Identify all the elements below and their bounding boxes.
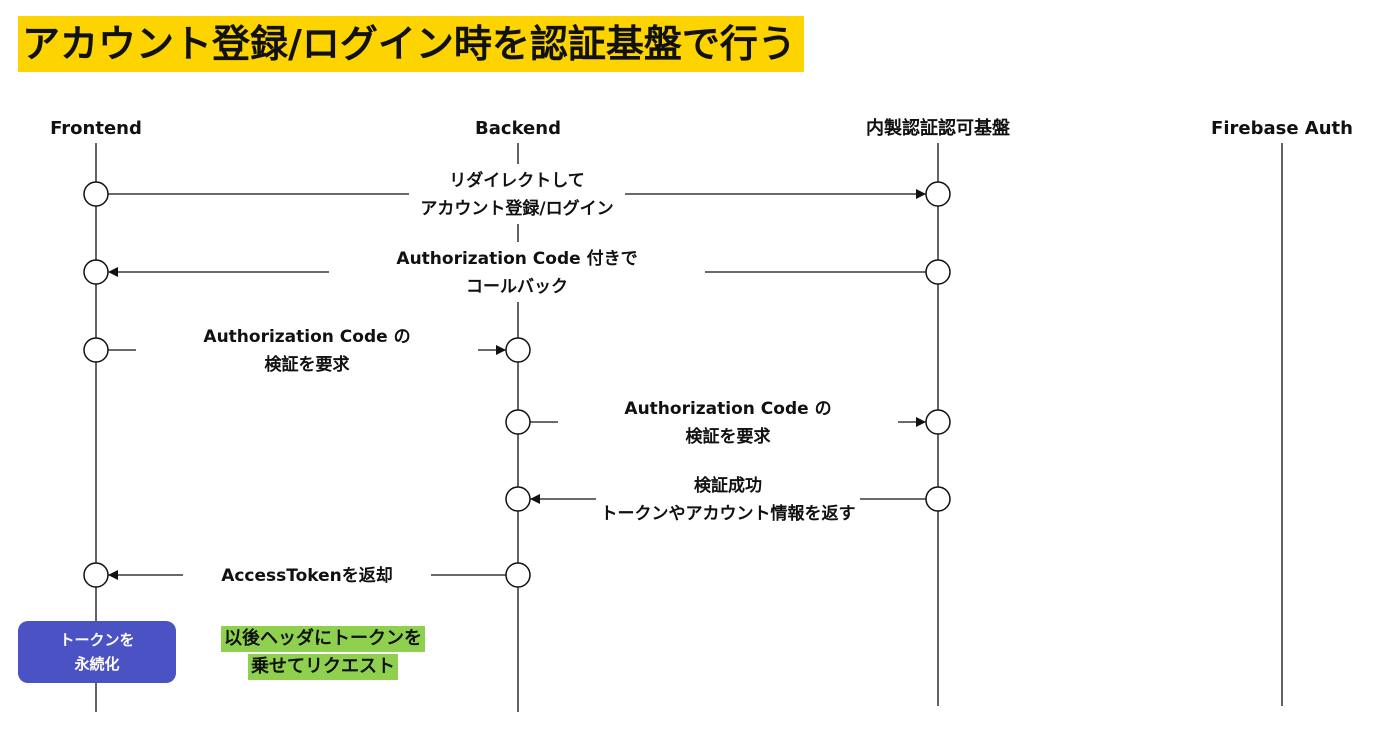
- activation-circle-target: [925, 409, 951, 435]
- message-label-bg: [136, 320, 478, 380]
- activation-circle-target: [925, 181, 951, 207]
- message-label: AccessTokenを返却: [221, 565, 393, 586]
- activation-circle-source: [83, 181, 109, 207]
- page-title: アカウント登録/ログイン時を認証基盤で行う: [18, 16, 804, 72]
- message-label: アカウント登録/ログイン: [420, 198, 613, 219]
- message-label: Authorization Code 付きで: [396, 248, 637, 269]
- message-label: リダイレクトして: [449, 170, 585, 191]
- message-label: Authorization Code の: [624, 399, 831, 419]
- activation-circle-target: [505, 337, 531, 363]
- activation-circle-source: [505, 562, 531, 588]
- message-label-bg: [409, 164, 625, 224]
- activation-circle-source: [505, 409, 531, 435]
- message-label-bg: [183, 559, 431, 591]
- message-label: トークンやアカウント情報を返す: [601, 503, 856, 524]
- message-label: 検証を要求: [265, 354, 350, 375]
- message-label: 検証成功: [694, 475, 762, 496]
- lane-label-firebase: Firebase Auth: [1211, 118, 1353, 139]
- note-subsequent-requests: 以後ヘッダにトークンを 乗せてリクエスト: [214, 626, 432, 682]
- note-subsequent-line2: 乗せてリクエスト: [248, 654, 398, 680]
- message-6: AccessTokenを返却: [83, 559, 531, 591]
- lane-label-frontend: Frontend: [50, 118, 142, 139]
- message-label-bg: [329, 242, 705, 302]
- lane-label-idp: 内製認証認可基盤: [866, 117, 1011, 139]
- activation-circle-source: [925, 486, 951, 512]
- note-subsequent-line1: 以後ヘッダにトークンを: [221, 626, 425, 652]
- message-label: コールバック: [466, 277, 568, 297]
- activation-circle-source: [925, 259, 951, 285]
- activation-circle-target: [83, 259, 109, 285]
- activation-circle-source: [83, 337, 109, 363]
- page-title-text: アカウント登録/ログイン時を認証基盤で行う: [22, 22, 796, 66]
- message-label-bg: [596, 469, 860, 529]
- activation-circle-target: [83, 562, 109, 588]
- lane-label-backend: Backend: [475, 118, 561, 139]
- message-label-bg: [558, 392, 898, 452]
- message-label: Authorization Code の: [203, 327, 410, 347]
- note-persist-token: トークンを 永続化: [18, 621, 176, 683]
- activation-circle-target: [505, 486, 531, 512]
- note-persist-line2: 永続化: [74, 655, 120, 673]
- note-persist-line1: トークンを: [59, 631, 135, 649]
- message-label: 検証を要求: [686, 426, 771, 447]
